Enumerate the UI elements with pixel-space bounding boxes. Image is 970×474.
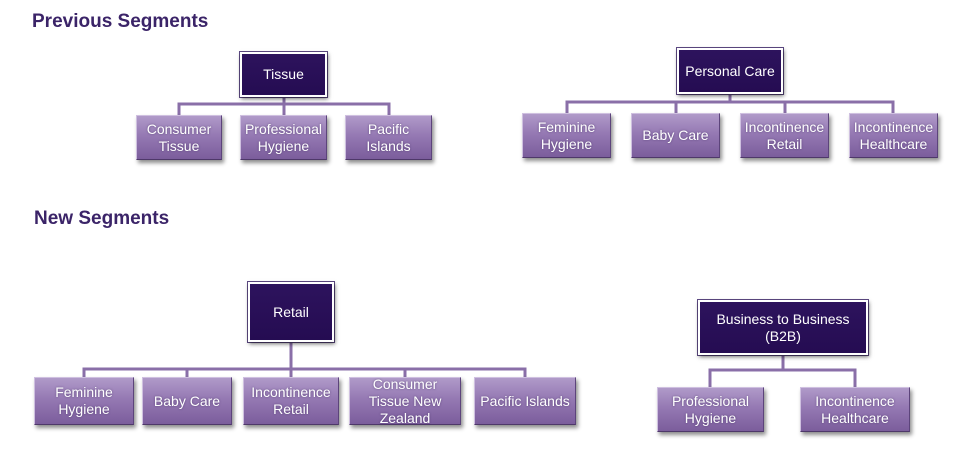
incontinence-healthcare-node: Incontinence Healthcare — [849, 113, 938, 158]
incontinence-retail-node: Incontinence Retail — [740, 113, 829, 158]
consumer-tissue-node: Consumer Tissue — [136, 115, 222, 160]
professional-hygiene-node: Professional Hygiene — [657, 387, 764, 432]
baby-care-node: Baby Care — [631, 113, 720, 158]
consumer-tissue-new-zealand-node: Consumer Tissue New Zealand — [349, 376, 461, 426]
retail-node: Retail — [248, 282, 334, 342]
pacific-islands-node: Pacific Islands — [345, 115, 432, 160]
new-segments-heading: New Segments — [34, 208, 170, 229]
feminine-hygiene-node: Feminine Hygiene — [522, 113, 611, 158]
tissue-node: Tissue — [240, 52, 327, 97]
previous-segments-heading: Previous Segments — [32, 11, 209, 32]
baby-care-node: Baby Care — [142, 377, 232, 425]
feminine-hygiene-node: Feminine Hygiene — [34, 377, 134, 425]
personal-care-node: Personal Care — [677, 48, 783, 94]
b2b-node: Business to Business (B2B) — [698, 300, 868, 355]
incontinence-healthcare-node: Incontinence Healthcare — [800, 387, 910, 432]
professional-hygiene-node: Professional Hygiene — [240, 115, 327, 160]
incontinence-retail-node: Incontinence Retail — [243, 377, 339, 425]
pacific-islands-node: Pacific Islands — [474, 377, 576, 425]
